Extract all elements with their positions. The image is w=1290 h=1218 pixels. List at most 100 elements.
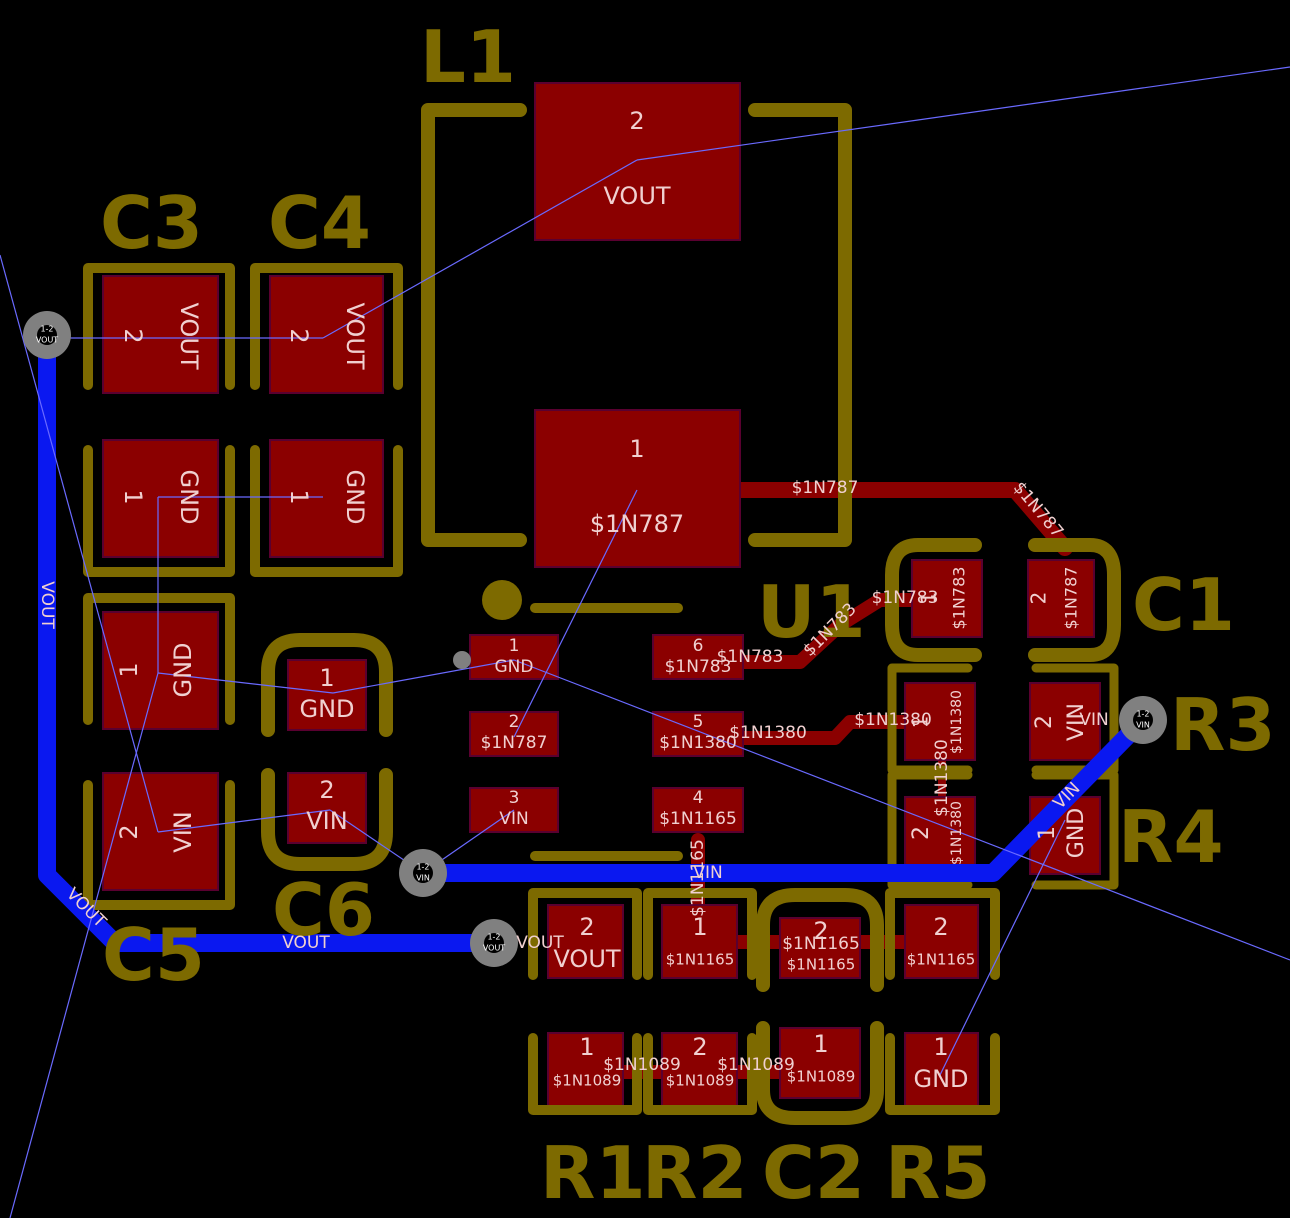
svg-text:VIN: VIN — [306, 807, 347, 835]
pad-c2-1[interactable] — [779, 1027, 861, 1099]
svg-text:VOUT: VOUT — [483, 944, 505, 953]
svg-text:6: 6 — [693, 636, 704, 656]
net-label-vin-r3: VIN — [1079, 710, 1108, 730]
ratsnest — [0, 66, 1290, 1218]
svg-text:VIN: VIN — [416, 874, 430, 883]
net-label-1n1380-h: $1N1380 — [729, 723, 807, 743]
svg-text:VOUT: VOUT — [36, 336, 58, 345]
pad-r3-1[interactable] — [904, 682, 976, 761]
svg-text:1: 1 — [629, 435, 644, 463]
trace-vout-bottom[interactable] — [38, 331, 503, 952]
net-label-1n1380-r: $1N1380 — [854, 710, 932, 730]
pad-c2-2[interactable] — [779, 917, 861, 979]
svg-text:$1N1089: $1N1089 — [666, 1072, 734, 1090]
svg-text:$1N1165: $1N1165 — [666, 951, 734, 969]
net-label-1n1089-b: $1N1089 — [717, 1055, 795, 1075]
svg-text:2: 2 — [579, 913, 594, 941]
ref-c1: C1 — [1132, 563, 1235, 647]
pad-r5-2[interactable] — [904, 904, 979, 979]
svg-text:GND: GND — [299, 695, 354, 723]
ref-c3: C3 — [100, 181, 203, 265]
reference-designators: L1 C3 C4 C1 U1 R3 R4 C6 C5 R1 R2 C2 R5 — [100, 15, 1276, 1215]
trace-1n1380[interactable] — [737, 715, 912, 745]
pad-u1-2[interactable] — [469, 711, 559, 757]
pad-c1-1[interactable] — [911, 559, 983, 638]
net-label-1n1380-v: $1N1380 — [932, 739, 952, 817]
pad-r5-1[interactable] — [904, 1032, 979, 1107]
net-label-1n783-h: $1N783 — [717, 647, 784, 667]
svg-text:$1N1380: $1N1380 — [659, 733, 737, 753]
ref-c5: C5 — [102, 913, 205, 997]
ref-c2: C2 — [762, 1131, 865, 1215]
pad-u1-4[interactable] — [652, 787, 744, 833]
ref-r4: R4 — [1118, 795, 1224, 879]
via-vout-2[interactable]: 1-2 VOUT — [470, 919, 518, 967]
pad-l1-2[interactable] — [534, 82, 741, 241]
bottom-traces — [38, 331, 1152, 952]
svg-text:VOUT: VOUT — [553, 945, 620, 973]
pad-r2-1[interactable] — [661, 904, 738, 979]
svg-text:5: 5 — [693, 712, 704, 732]
svg-text:GND: GND — [1064, 808, 1089, 858]
svg-text:VIN: VIN — [1136, 721, 1150, 730]
svg-text:2: 2 — [319, 776, 334, 804]
pad-c4-2[interactable] — [269, 275, 384, 394]
pad-c1-2[interactable] — [1027, 559, 1095, 638]
svg-text:1: 1 — [285, 489, 313, 504]
svg-text:$1N783: $1N783 — [665, 657, 732, 677]
svg-text:$1N1089: $1N1089 — [553, 1072, 621, 1090]
via-vin-1[interactable]: 1-2 VIN — [399, 849, 447, 897]
via-vin-2[interactable]: 1-2 VIN — [1119, 696, 1167, 744]
svg-text:GND: GND — [495, 657, 534, 677]
svg-text:1-2: 1-2 — [1136, 710, 1149, 719]
pad-r3-2[interactable] — [1029, 682, 1101, 761]
silkscreen — [83, 103, 1121, 1125]
net-label-1n783-r: $1N783 — [872, 588, 939, 608]
ref-u1: U1 — [757, 570, 866, 654]
pad-l1-1[interactable] — [534, 409, 741, 568]
trace-vin-bottom[interactable] — [414, 711, 1152, 882]
net-label-vin-h: VIN — [693, 863, 722, 883]
ref-r3: R3 — [1170, 683, 1276, 767]
pad-c5-1[interactable] — [102, 611, 219, 730]
net-label-vout-h: VOUT — [282, 933, 330, 953]
svg-text:1: 1 — [692, 913, 707, 941]
svg-text:1: 1 — [319, 664, 334, 692]
pad-c6-1[interactable] — [287, 659, 367, 731]
ref-l1: L1 — [420, 15, 516, 99]
svg-text:2: 2 — [909, 826, 934, 840]
via-small[interactable] — [453, 651, 471, 669]
svg-text:1: 1 — [1035, 826, 1060, 840]
pad-c6-2[interactable] — [287, 772, 367, 844]
svg-text:GND: GND — [175, 469, 203, 524]
svg-text:3: 3 — [509, 788, 520, 808]
pad-r1-2[interactable] — [547, 904, 624, 979]
pad-u1-6[interactable] — [652, 634, 744, 680]
pad-c3-2[interactable] — [102, 275, 219, 394]
via-vout-1[interactable]: 1-2 VOUT — [23, 311, 71, 359]
svg-text:2: 2 — [629, 107, 644, 135]
svg-text:2: 2 — [1032, 715, 1057, 729]
svg-text:$1N1165: $1N1165 — [907, 951, 975, 969]
net-label-1n1165-h: $1N1165 — [782, 934, 860, 954]
svg-text:$1N787: $1N787 — [1062, 567, 1081, 630]
svg-text:GND: GND — [341, 469, 369, 524]
svg-text:1: 1 — [909, 716, 933, 729]
net-label-1n787-h: $1N787 — [792, 478, 859, 498]
trace-1n787[interactable] — [732, 482, 1073, 556]
svg-text:VIN: VIN — [169, 811, 197, 852]
net-label-vout-v: VOUT — [37, 581, 57, 629]
pad-r4-2[interactable] — [904, 796, 976, 875]
svg-text:GND: GND — [913, 1065, 968, 1093]
pad-c3-1[interactable] — [102, 439, 219, 558]
svg-text:$1N787: $1N787 — [590, 510, 684, 538]
pad-c4-1[interactable] — [269, 439, 384, 558]
svg-text:1: 1 — [933, 1033, 948, 1061]
svg-text:2: 2 — [509, 712, 520, 732]
svg-text:2: 2 — [692, 1033, 707, 1061]
svg-text:$1N783: $1N783 — [950, 567, 969, 630]
svg-text:2: 2 — [115, 824, 143, 839]
net-label-1n787-d: $1N787 — [1009, 478, 1067, 542]
svg-text:GND: GND — [169, 642, 197, 697]
